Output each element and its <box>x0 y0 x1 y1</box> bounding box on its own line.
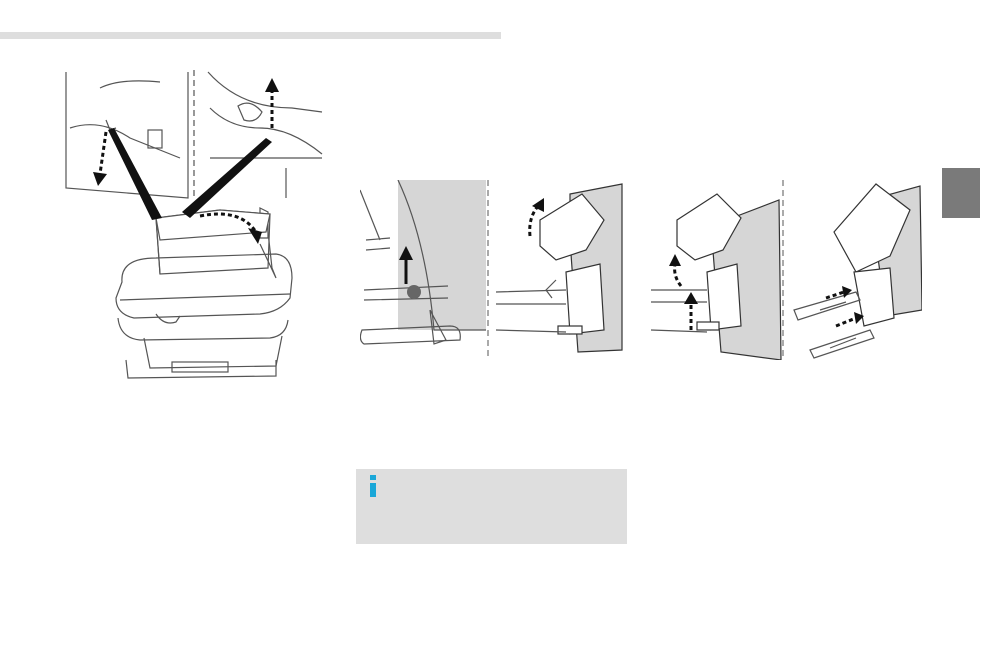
step-2-figure <box>496 180 626 360</box>
step-3-figure <box>651 180 785 360</box>
info-icon <box>368 473 380 499</box>
step-1-figure <box>360 180 490 360</box>
step-4-figure <box>790 180 922 360</box>
header-rule <box>0 32 501 39</box>
chapter-tab <box>942 168 980 218</box>
info-box <box>356 469 627 544</box>
seat-release-overview-figure <box>60 68 332 386</box>
